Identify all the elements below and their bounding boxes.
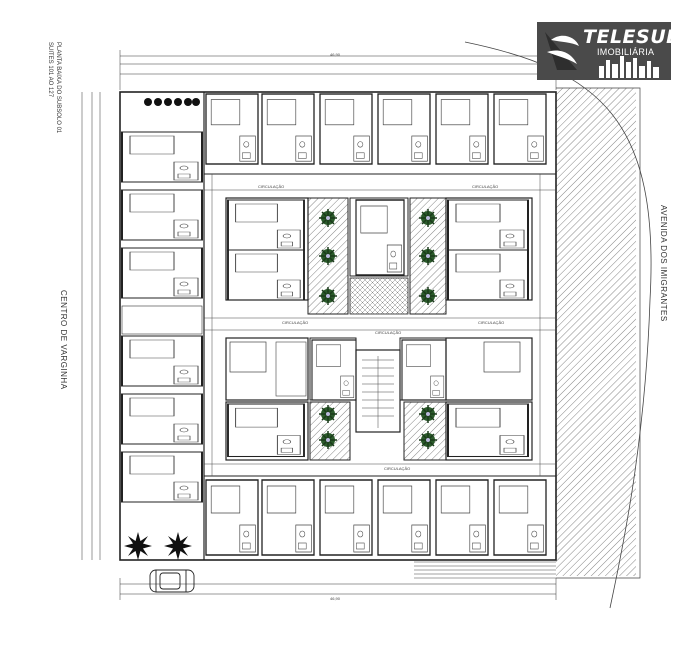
dimension-total: 46,90 [330, 596, 341, 601]
circulation-label: CIRCULAÇÃO [384, 466, 411, 471]
logo-brand-text: TELESUL [583, 26, 679, 48]
bottom-suite-row [204, 475, 556, 556]
star-plant-icon [124, 532, 152, 560]
street-label-left: CENTRO DE VARGINHA [59, 290, 68, 390]
circulation-label: CIRCULAÇÃO [478, 320, 505, 325]
street-label-right: AVENIDA DOS IMIGRANTES [659, 205, 668, 322]
hatched-land-area [556, 88, 636, 576]
drawing-title: PLANTA BAIXA DO SUBSOLO 01 SUITES 101 AO… [46, 42, 62, 133]
circulation-label: CIRCULAÇÃO [282, 320, 309, 325]
top-suite-row [204, 93, 556, 175]
corridor-lines [204, 174, 556, 476]
left-dimension-lines [81, 92, 101, 560]
bottom-dimension-lines [119, 578, 557, 600]
building-outline [119, 91, 557, 561]
dimension-total: 46,90 [330, 52, 341, 57]
logo-graphic-icon [545, 32, 659, 78]
drawing-title-line2: SUITES 101 AO 127 [47, 42, 53, 98]
circulation-label: CIRCULAÇÃO [258, 184, 285, 189]
telesul-logo: TELESUL IMOBILIÁRIA [537, 22, 678, 80]
upper-central-block [225, 197, 533, 315]
star-plant-icon [164, 532, 192, 560]
bottom-steps [414, 561, 556, 579]
lower-central-block [225, 337, 533, 461]
logo-subtitle-text: IMOBILIÁRIA [597, 47, 655, 57]
shrub-row [144, 98, 200, 106]
circulation-label: CIRCULAÇÃO [472, 184, 499, 189]
circulation-label: CIRCULAÇÃO [375, 330, 402, 335]
left-suite-column [121, 92, 205, 560]
car-icon [149, 569, 195, 593]
drawing-title-line1: PLANTA BAIXA DO SUBSOLO 01 [55, 42, 61, 134]
